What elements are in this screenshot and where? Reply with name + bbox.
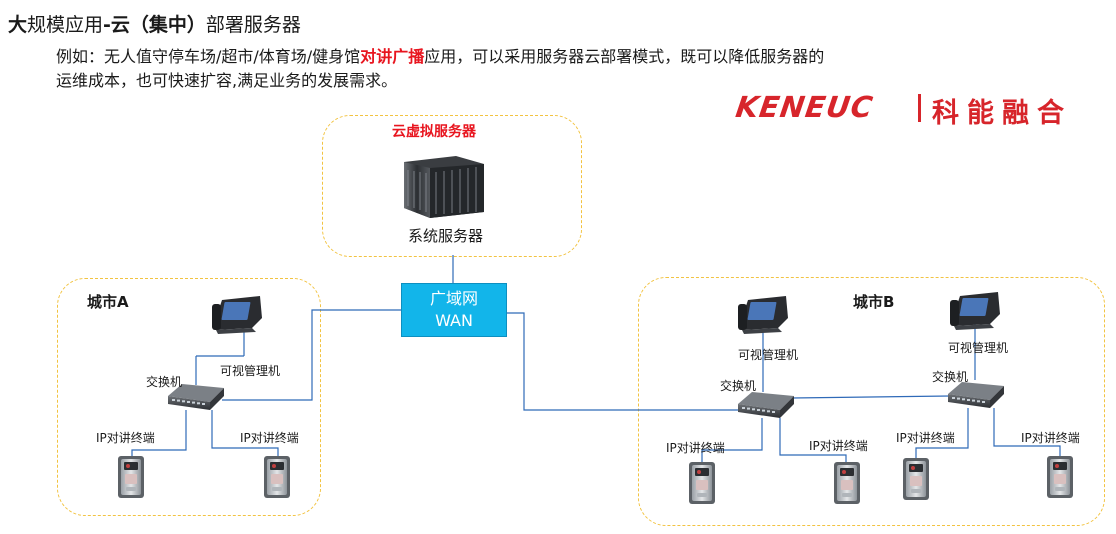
description-line-1: 例如：无人值守停车场/超市/体育场/健身馆对讲广播应用，可以采用服务器云部署模式…: [56, 43, 824, 67]
city-a-title: 城市A: [87, 293, 129, 311]
city-a-switch-label: 交换机: [146, 375, 183, 389]
video-phone-icon-a: [212, 296, 262, 334]
link-switch-b1-b2: [791, 395, 951, 399]
city-b-switch-label-1: 交换机: [720, 379, 757, 393]
link-switch-terminal-a1: [131, 410, 187, 456]
intercom-terminal-icon-b1: [689, 462, 715, 504]
server-label: 系统服务器: [408, 227, 484, 245]
city-a-terminal-label-1: IP对讲终端: [96, 431, 155, 445]
link-switch-terminal-a2: [211, 410, 279, 456]
city-a-terminal-label-2: IP对讲终端: [240, 431, 299, 445]
description-line-2: 运维成本，也可快速扩容,满足业务的发展需求。: [56, 71, 398, 90]
server-rack-icon: [404, 156, 484, 218]
wan-label-cn: 广域网: [429, 289, 478, 308]
logo-chinese-text: 科能融合: [932, 98, 1072, 129]
intercom-terminal-icon-b3: [903, 458, 929, 500]
keneuc-logo: KENEUC 科能融合: [734, 90, 1086, 129]
cloud-title: 云虚拟服务器: [392, 124, 476, 140]
video-phone-icon-b1: [738, 296, 788, 334]
link-switch-terminal-b1: [701, 418, 763, 462]
wan-node: 广域网 WAN: [401, 283, 507, 337]
link-switch-terminal-b3: [915, 408, 969, 458]
city-b-phone-label-2: 可视管理机: [948, 341, 1009, 355]
city-b-terminal-label-2: IP对讲终端: [809, 439, 868, 453]
cloud-zone: [322, 115, 582, 257]
link-wan-city-a: [222, 309, 401, 401]
title-bold-1: 大: [8, 14, 28, 36]
logo-divider: [918, 94, 921, 122]
link-switch-terminal-b4: [993, 408, 1061, 456]
link-lines: [131, 255, 1061, 462]
video-phone-icon-b2: [950, 292, 1000, 330]
description-highlight: 对讲广播: [360, 47, 425, 66]
switch-icon-b2: [948, 382, 1004, 408]
switch-icon-b1: [738, 392, 794, 418]
title-bold-2: -云（集中）: [103, 14, 206, 36]
intercom-terminal-icon-b2: [834, 462, 860, 504]
city-b-title: 城市B: [853, 293, 895, 311]
intercom-terminal-icon-a2: [264, 456, 290, 498]
city-b-phone-label-1: 可视管理机: [738, 348, 799, 362]
intercom-terminal-icon-b4: [1047, 456, 1073, 498]
title-part-1: 规模应用: [27, 14, 104, 36]
page-title: 大规模应用-云（集中）部署服务器: [8, 10, 301, 37]
link-switch-terminal-b2: [779, 418, 847, 462]
city-b-zone: [638, 277, 1105, 526]
city-b-terminal-label-1: IP对讲终端: [666, 441, 725, 455]
city-a-phone-label: 可视管理机: [220, 364, 281, 378]
city-b-terminal-label-4: IP对讲终端: [1021, 431, 1080, 445]
wan-label-en: WAN: [435, 311, 473, 330]
description-text-a: 例如：无人值守停车场/超市/体育场/健身馆: [56, 47, 361, 66]
city-a-zone: [57, 278, 321, 516]
city-b-terminal-label-3: IP对讲终端: [896, 431, 955, 445]
link-wan-city-b: [507, 312, 743, 411]
description-text-b: 应用，可以采用服务器云部署模式，既可以降低服务器的: [424, 47, 825, 66]
title-part-2: 部署服务器: [205, 14, 301, 36]
city-b-switch-label-2: 交换机: [932, 370, 969, 384]
intercom-terminal-icon-a1: [118, 456, 144, 498]
